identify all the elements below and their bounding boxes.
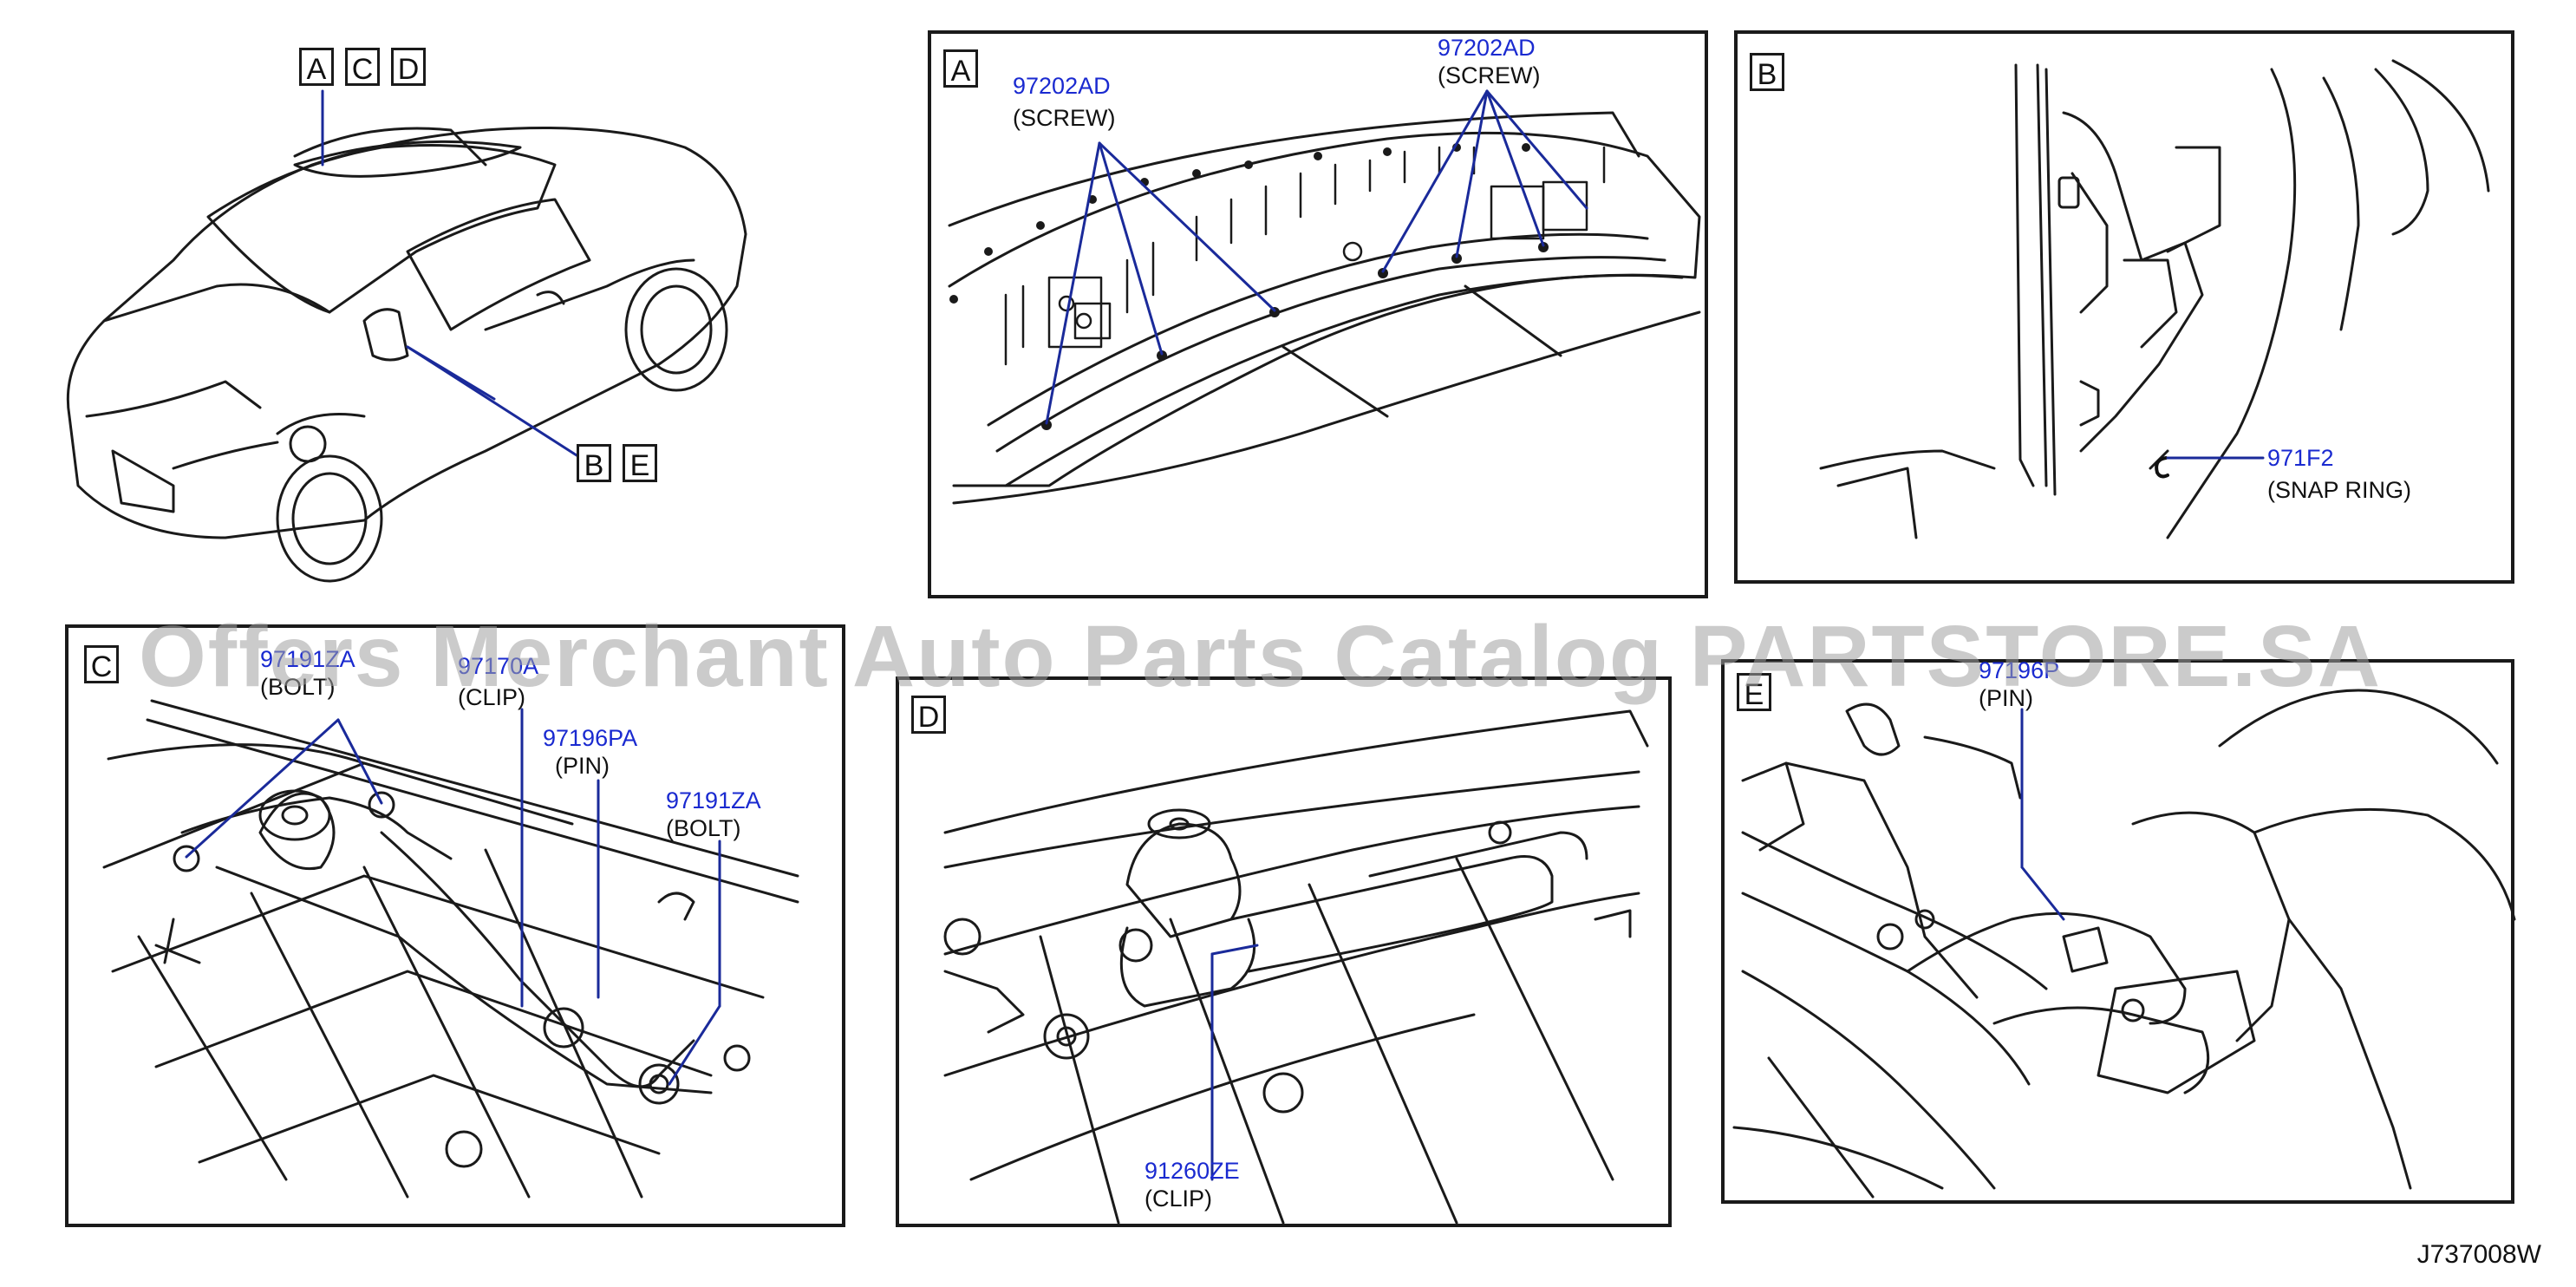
callout-part-number: 97191ZA (666, 787, 761, 813)
callout-part-number: 97196PA (543, 725, 638, 751)
callout-description: (PIN) (555, 753, 610, 779)
callout-description: (PIN) (1979, 685, 2033, 711)
callout-part-number: 97191ZA (260, 646, 355, 672)
callout-description: (SCREW) (1013, 105, 1116, 131)
panel-e-drawing (1732, 689, 2516, 1199)
overview-tag-a: A (299, 48, 334, 86)
panel-b-letter: B (1750, 53, 1784, 91)
callout-description: (CLIP) (1145, 1186, 1213, 1212)
overview-tag-d: D (391, 48, 426, 86)
diagram-code: J737008W (2416, 1240, 2541, 1269)
panel-b: B (1734, 30, 2514, 584)
car-overview-drawing (66, 127, 747, 583)
panel-d-letter: D (911, 696, 946, 734)
panel-e: E (1721, 659, 2514, 1204)
panel-c-letter: C (84, 645, 119, 683)
callout-part-number: 91260ZE (1145, 1158, 1240, 1184)
callout-description: (BOLT) (666, 815, 741, 841)
panel-d: D (896, 676, 1672, 1227)
callout-description: (CLIP) (458, 684, 526, 710)
panel-b-drawing (1819, 59, 2490, 539)
panel-c: C (65, 624, 845, 1227)
callout-description: (SNAP RING) (2267, 477, 2412, 503)
callout-part-number: 97202AD (1438, 35, 1536, 61)
overview-tag-e: E (623, 444, 657, 482)
panel-e-letter: E (1737, 673, 1771, 711)
callout-description: (BOLT) (260, 674, 336, 700)
callout-description: (SCREW) (1438, 62, 1541, 88)
callout-part-number: 971F2 (2267, 445, 2334, 471)
callout-part-number: 97202AD (1013, 73, 1111, 99)
overview-tag-c: C (345, 48, 380, 86)
watermark: Offers Merchant Auto Parts Catalog PARTS… (139, 608, 2382, 705)
panel-a-letter: A (943, 49, 978, 88)
panel-c-drawing (102, 699, 799, 1199)
panel-d-drawing (943, 709, 1649, 1225)
callout-part-number: 97196P (1979, 657, 2060, 683)
callout-part-number: 97170A (458, 653, 539, 679)
panel-a: A (928, 30, 1708, 598)
overview-tag-b: B (577, 444, 611, 482)
